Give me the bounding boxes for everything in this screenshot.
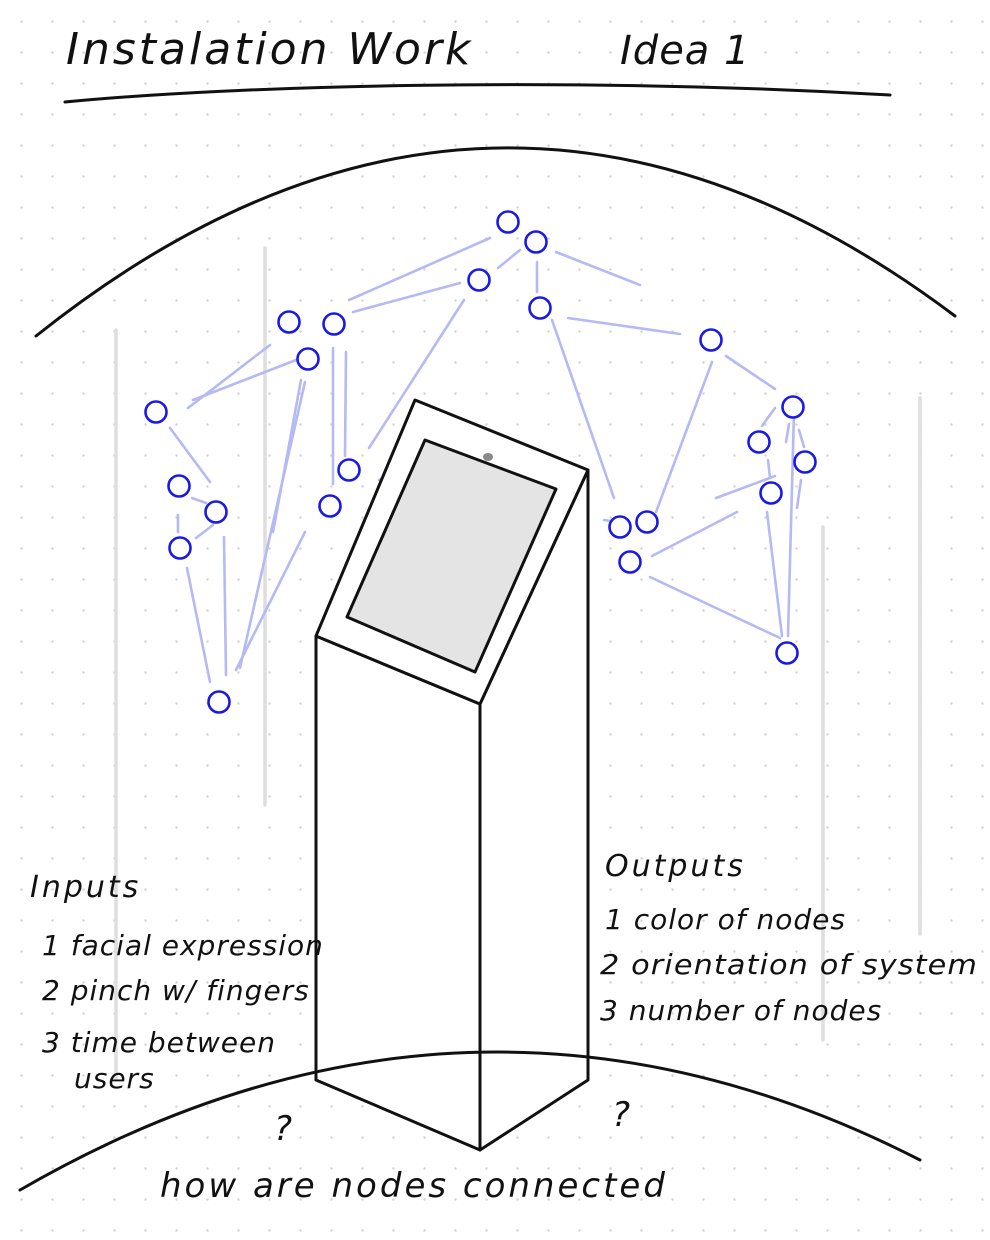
network-node [337, 458, 361, 482]
vertical-guides [114, 246, 922, 1080]
network-node [524, 230, 548, 254]
network-edge [786, 410, 796, 638]
network-edge [190, 496, 208, 505]
bottom-caption: how are nodes connected [160, 1166, 668, 1206]
network-edges [168, 236, 806, 684]
network-node [699, 328, 723, 352]
network-node [318, 494, 342, 518]
network-edge [650, 510, 739, 558]
inputs-item-2: 2 pinch w/ fingers [42, 974, 310, 1007]
page-title: Instalation Work [66, 24, 473, 75]
network-edge [343, 350, 348, 458]
camera-icon [483, 453, 493, 461]
network-node [608, 515, 632, 539]
network-edge [760, 406, 777, 428]
network-node [168, 536, 192, 560]
inputs-item-1: 1 facial expression [42, 929, 324, 962]
network-node [467, 268, 491, 292]
kiosk-body [314, 634, 482, 1152]
network-node [207, 690, 231, 714]
inputs-heading: Inputs [30, 870, 141, 905]
network-node [618, 550, 642, 574]
outputs-item-3: 3 number of nodes [600, 994, 882, 1027]
network-nodes [144, 210, 817, 714]
network-edge [765, 510, 784, 638]
network-edge [566, 316, 682, 336]
title-underline [63, 83, 892, 104]
dome-arc [34, 146, 957, 338]
network-edge [797, 428, 806, 449]
outputs-item-2: 2 orientation of system [600, 948, 978, 981]
network-edge [185, 566, 212, 684]
idea-label: Idea 1 [620, 28, 750, 74]
network-edge [724, 354, 777, 391]
network-node [747, 430, 771, 454]
network-edge [784, 422, 791, 444]
network-edge [194, 523, 215, 540]
kiosk-icon [314, 398, 590, 1152]
network-edge [654, 360, 714, 514]
network-node [296, 347, 320, 371]
network-edge [766, 458, 772, 480]
network-edge [367, 298, 466, 450]
network-node [775, 641, 799, 665]
network-node [759, 481, 783, 505]
network-node [528, 296, 552, 320]
network-edge [191, 358, 298, 402]
network-node [793, 450, 817, 474]
network-edge [554, 250, 642, 287]
network-edge [234, 530, 307, 672]
network-edge [795, 478, 803, 510]
kiosk-screen [345, 438, 558, 674]
network-edge [648, 575, 782, 640]
network-edge [222, 535, 228, 677]
network-edge [351, 281, 462, 314]
network-node [277, 310, 301, 334]
ground-arc [18, 1050, 922, 1192]
network-edge [271, 378, 303, 534]
network-edge [238, 380, 307, 670]
network-node [144, 400, 168, 424]
network-edge [168, 426, 212, 484]
network-edge [347, 236, 492, 302]
network-node [204, 500, 228, 524]
outputs-item-1: 1 color of nodes [605, 903, 846, 936]
inputs-item-3-cont: users [74, 1062, 155, 1095]
network-edge [550, 318, 616, 500]
question-mark-icon: ? [612, 1095, 630, 1135]
question-mark-icon: ? [274, 1109, 292, 1149]
network-node [781, 395, 805, 419]
network-node [496, 210, 520, 234]
network-node [167, 474, 191, 498]
outputs-heading: Outputs [605, 849, 746, 884]
network-edge [714, 474, 777, 500]
network-edge [496, 248, 522, 270]
network-node [635, 510, 659, 534]
inputs-item-3: 3 time between [42, 1026, 276, 1059]
network-node [322, 312, 346, 336]
